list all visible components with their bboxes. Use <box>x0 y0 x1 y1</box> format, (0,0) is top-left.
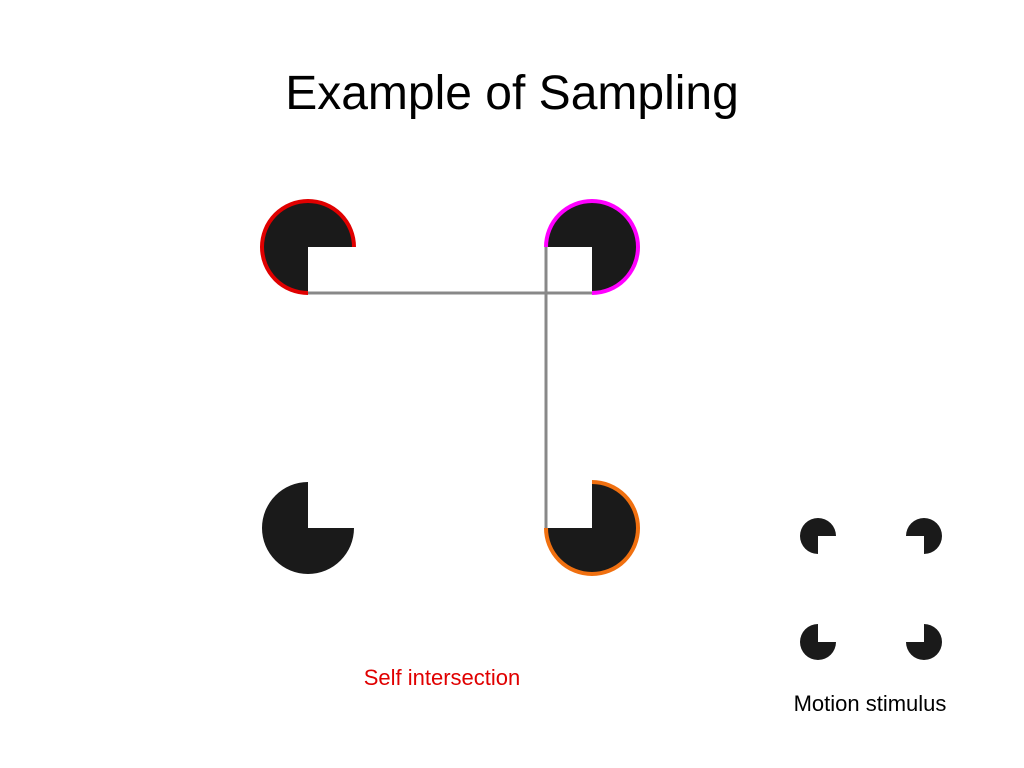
pacman-top-right <box>546 201 638 293</box>
pacman-top-left <box>262 201 354 293</box>
pacman-bottom-left <box>262 482 354 574</box>
small-pacman-top-left <box>800 518 836 554</box>
pacman-bottom-right <box>546 482 638 574</box>
small-pacman-top-right <box>906 518 942 554</box>
slide-title: Example of Sampling <box>285 67 739 120</box>
sample-line <box>308 247 592 528</box>
edge-arc-top-right <box>544 199 640 295</box>
small-pacman-bottom-right <box>906 624 942 660</box>
edge-arc-top-left <box>260 199 356 295</box>
self-intersection-caption: Self intersection <box>363 665 521 690</box>
small-pacman-bottom-left <box>800 624 836 660</box>
motion-stimulus-caption: Motion stimulus <box>793 691 947 716</box>
edge-arc-bottom-right <box>544 480 640 576</box>
